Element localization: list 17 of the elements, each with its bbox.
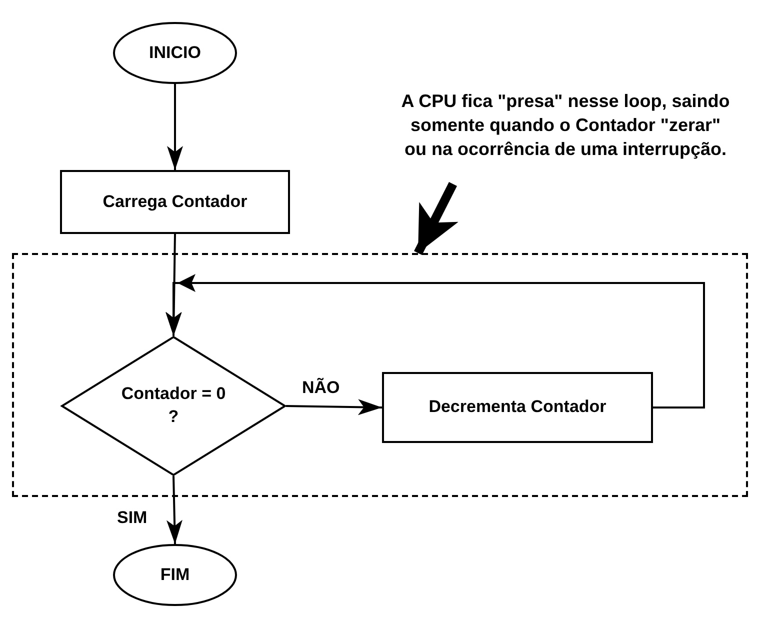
decision-diamond [61, 336, 286, 476]
process-box [382, 372, 653, 443]
arrow [286, 399, 382, 416]
process-box [60, 170, 290, 234]
arrow [167, 84, 183, 170]
node-label: Contador = 0 ? [120, 383, 227, 428]
node-label: FIM [160, 564, 190, 586]
end-terminal [113, 544, 237, 606]
arrow [166, 476, 182, 544]
node-label: INICIO [149, 42, 201, 64]
annotation-text: A CPU fica "presa" nesse loop, saindo somente quando o Contador "zerar" ou na ocorrência de uma interrupção. [400, 90, 731, 162]
node-label: Decrementa Contador [428, 396, 606, 418]
loop-region [12, 253, 748, 497]
node-label: Carrega Contador [102, 190, 248, 213]
start-terminal [113, 22, 237, 84]
callout-arrow [414, 182, 458, 256]
arrow [166, 274, 705, 408]
